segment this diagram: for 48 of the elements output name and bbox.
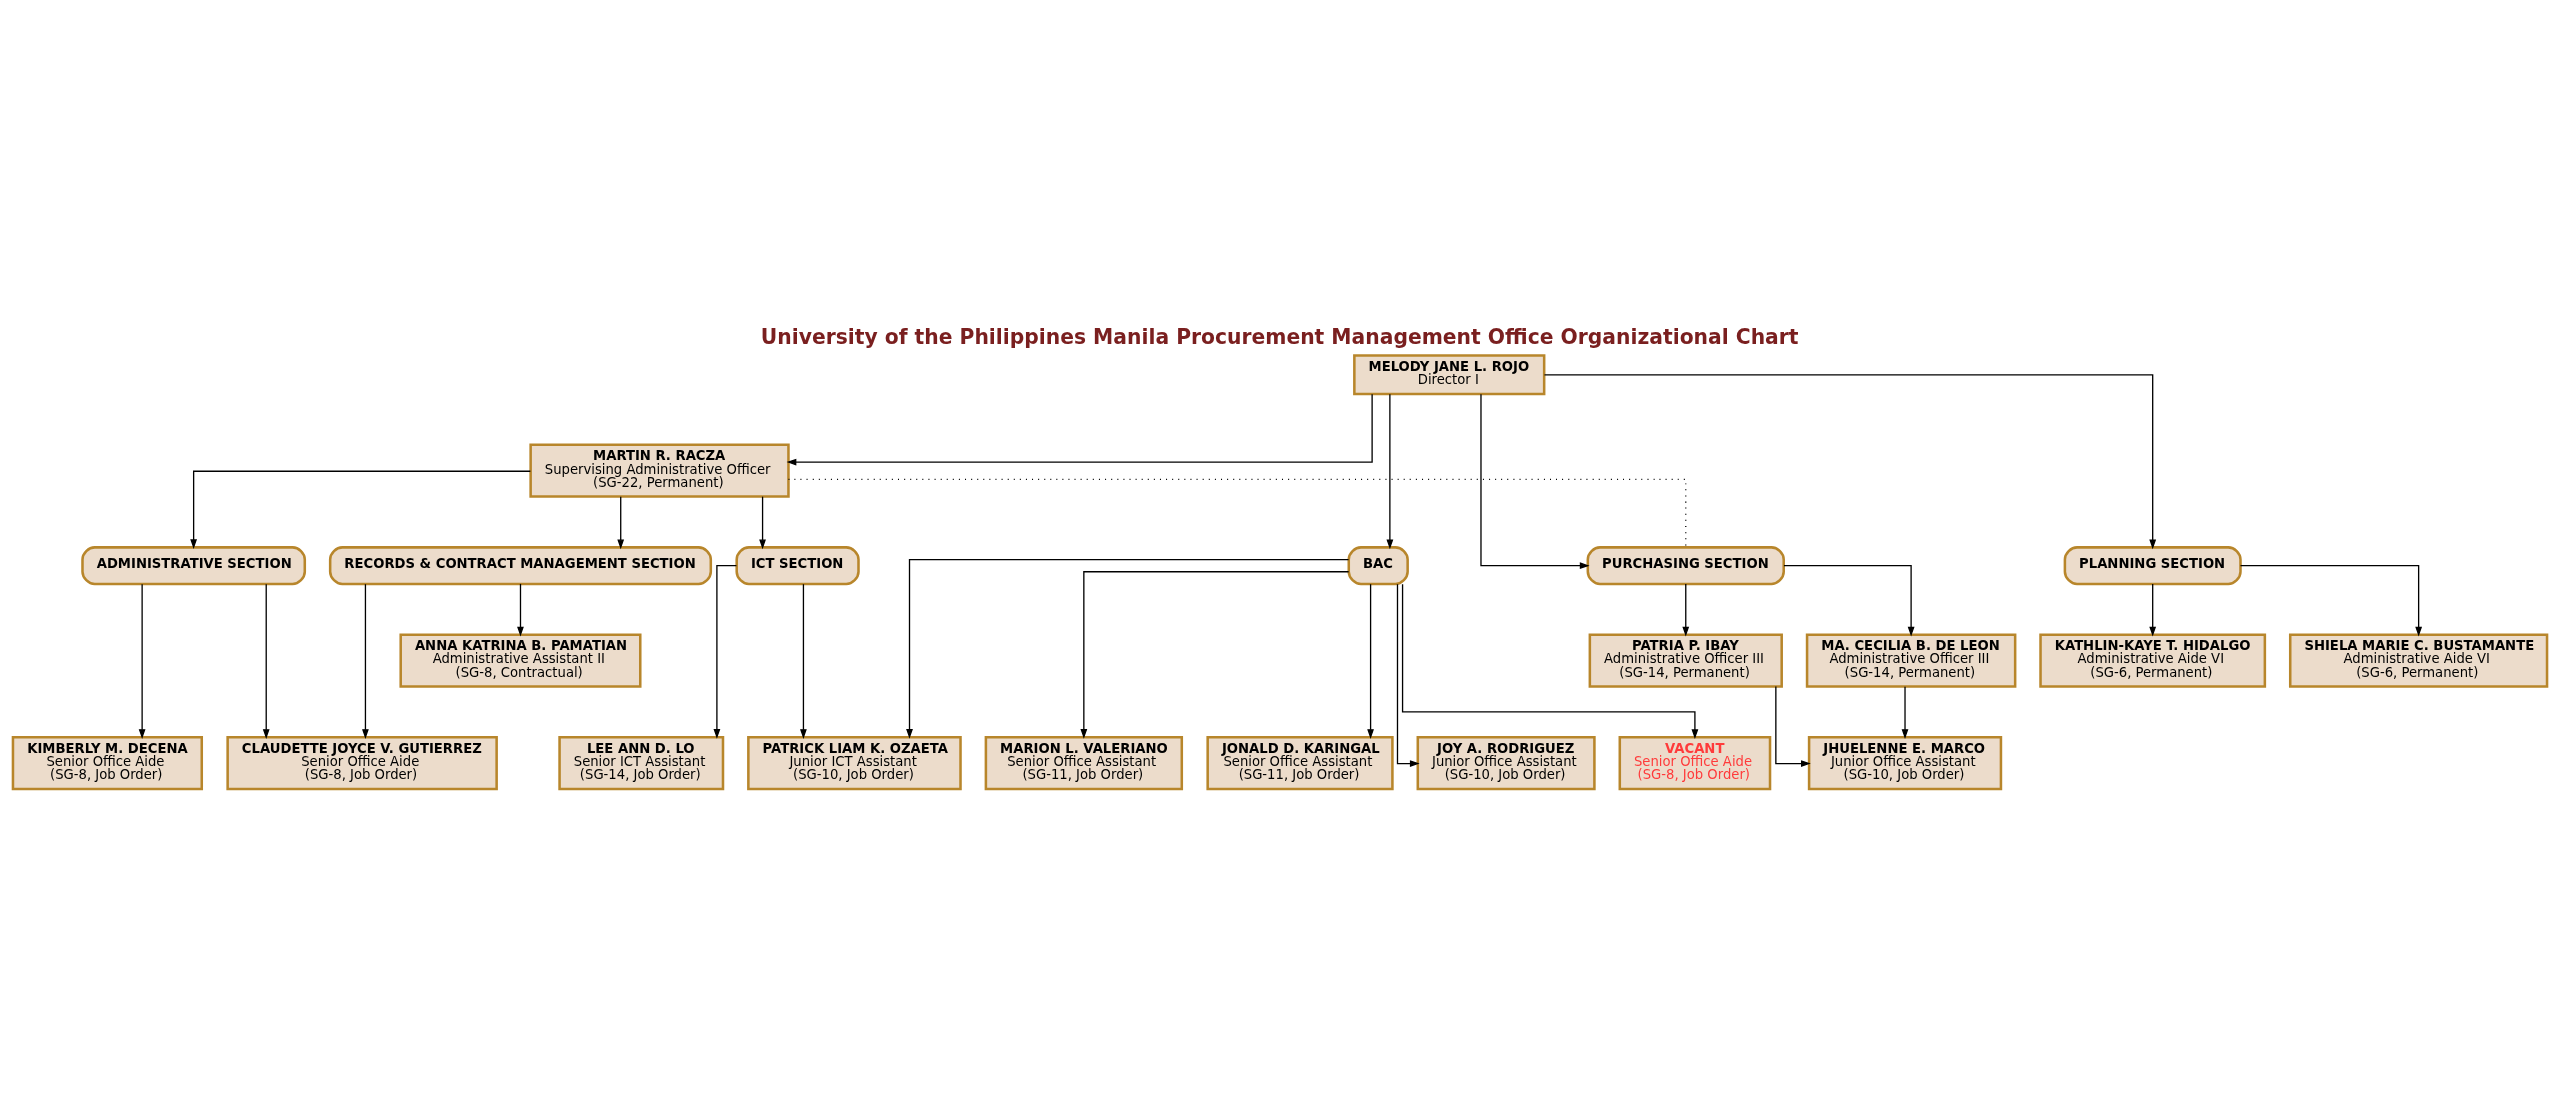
arrow — [1401, 583, 1699, 739]
arrow — [362, 583, 369, 739]
arrow — [906, 558, 1350, 739]
node-box: JONALD D. KARINGAL Senior Office Assistant (SG-11, Job Order) — [1206, 735, 1394, 790]
node-box: PATRICK LIAM K. OZAETA Junior ICT Assistant (SG-10, Job Order) — [747, 735, 962, 790]
arrow — [759, 495, 766, 549]
node-box: LEE ANN D. LO Senior ICT Assistant (SG-14, Job Order) — [558, 735, 725, 790]
arrow — [713, 564, 738, 739]
node-box: PLANNING SECTION — [2063, 545, 2242, 585]
node-box: KATHLIN-KAYE T. HIDALGO Administrative Aide VI (SG-6, Permanent) — [2039, 632, 2267, 688]
node-box: ANNA KATRINA B. PAMATIAN Administrative Assistant II (SG-8, Contractual) — [399, 632, 642, 688]
arrow — [1396, 583, 1420, 767]
node-box: JOY A. RODRIGUEZ Junior Office Assistant (SG-10, Job Order) — [1416, 735, 1596, 790]
node-box: ICT SECTION — [735, 545, 860, 585]
node-box: MARION L. VALERIANO Senior Office Assistant (SG-11, Job Order) — [984, 735, 1184, 790]
arrow — [190, 470, 532, 549]
arrow — [1543, 373, 2157, 549]
node-box: MARTIN R. RACZA Supervising Administrative Officer (SG-22, Permanent) — [529, 443, 790, 498]
node-box: ADMINISTRATIVE SECTION — [81, 545, 307, 585]
arrow — [2239, 564, 2423, 637]
arrow — [1367, 583, 1374, 739]
arrow — [1901, 685, 1909, 739]
connector — [787, 478, 1687, 548]
node-box: CLAUDETTE JOYCE V. GUTIERREZ Senior Office Aide (SG-8, Job Order) — [226, 735, 498, 790]
diagram-title: University of the Philippines Manila Procurement Management Office Organizational Chart — [760, 324, 1799, 349]
arrow — [262, 583, 270, 739]
arrow — [800, 583, 807, 739]
node-box: MA. CECILIA B. DE LEON Administrative Officer III (SG-14, Permanent) — [1805, 632, 2017, 688]
node-box: SHIELA MARIE C. BUSTAMANTE Administrative Aide VI (SG-6, Permanent) — [2288, 632, 2549, 688]
arrow — [786, 393, 1373, 465]
arrow — [1682, 582, 1690, 636]
node-box: BAC — [1347, 545, 1409, 585]
node-box: RECORDS & CONTRACT MANAGEMENT SECTION — [328, 545, 713, 585]
node-box: KIMBERLY M. DECENA Senior Office Aide (SG-8, Job Order) — [11, 735, 204, 790]
arrow — [1080, 570, 1350, 739]
arrow — [1386, 392, 1394, 549]
node-box: MELODY JANE L. ROJO Director I — [1353, 353, 1546, 395]
arrow — [617, 495, 625, 549]
node-box: VACANT Senior Office Aide (SG-8, Job Order) — [1618, 735, 1772, 790]
arrow — [138, 583, 146, 739]
node-box: PURCHASING SECTION — [1586, 545, 1785, 585]
node-box: JHUELENNE E. MARCO Junior Office Assistant (SG-10, Job Order) — [1807, 735, 2003, 790]
arrow — [1775, 685, 1811, 767]
arrow — [1480, 392, 1590, 569]
arrow — [517, 582, 524, 636]
arrow — [1783, 564, 1915, 637]
node-box: PATRIA P. IBAY Administrative Officer III (SG-14, Permanent) — [1588, 632, 1783, 688]
arrow — [2149, 582, 2157, 636]
